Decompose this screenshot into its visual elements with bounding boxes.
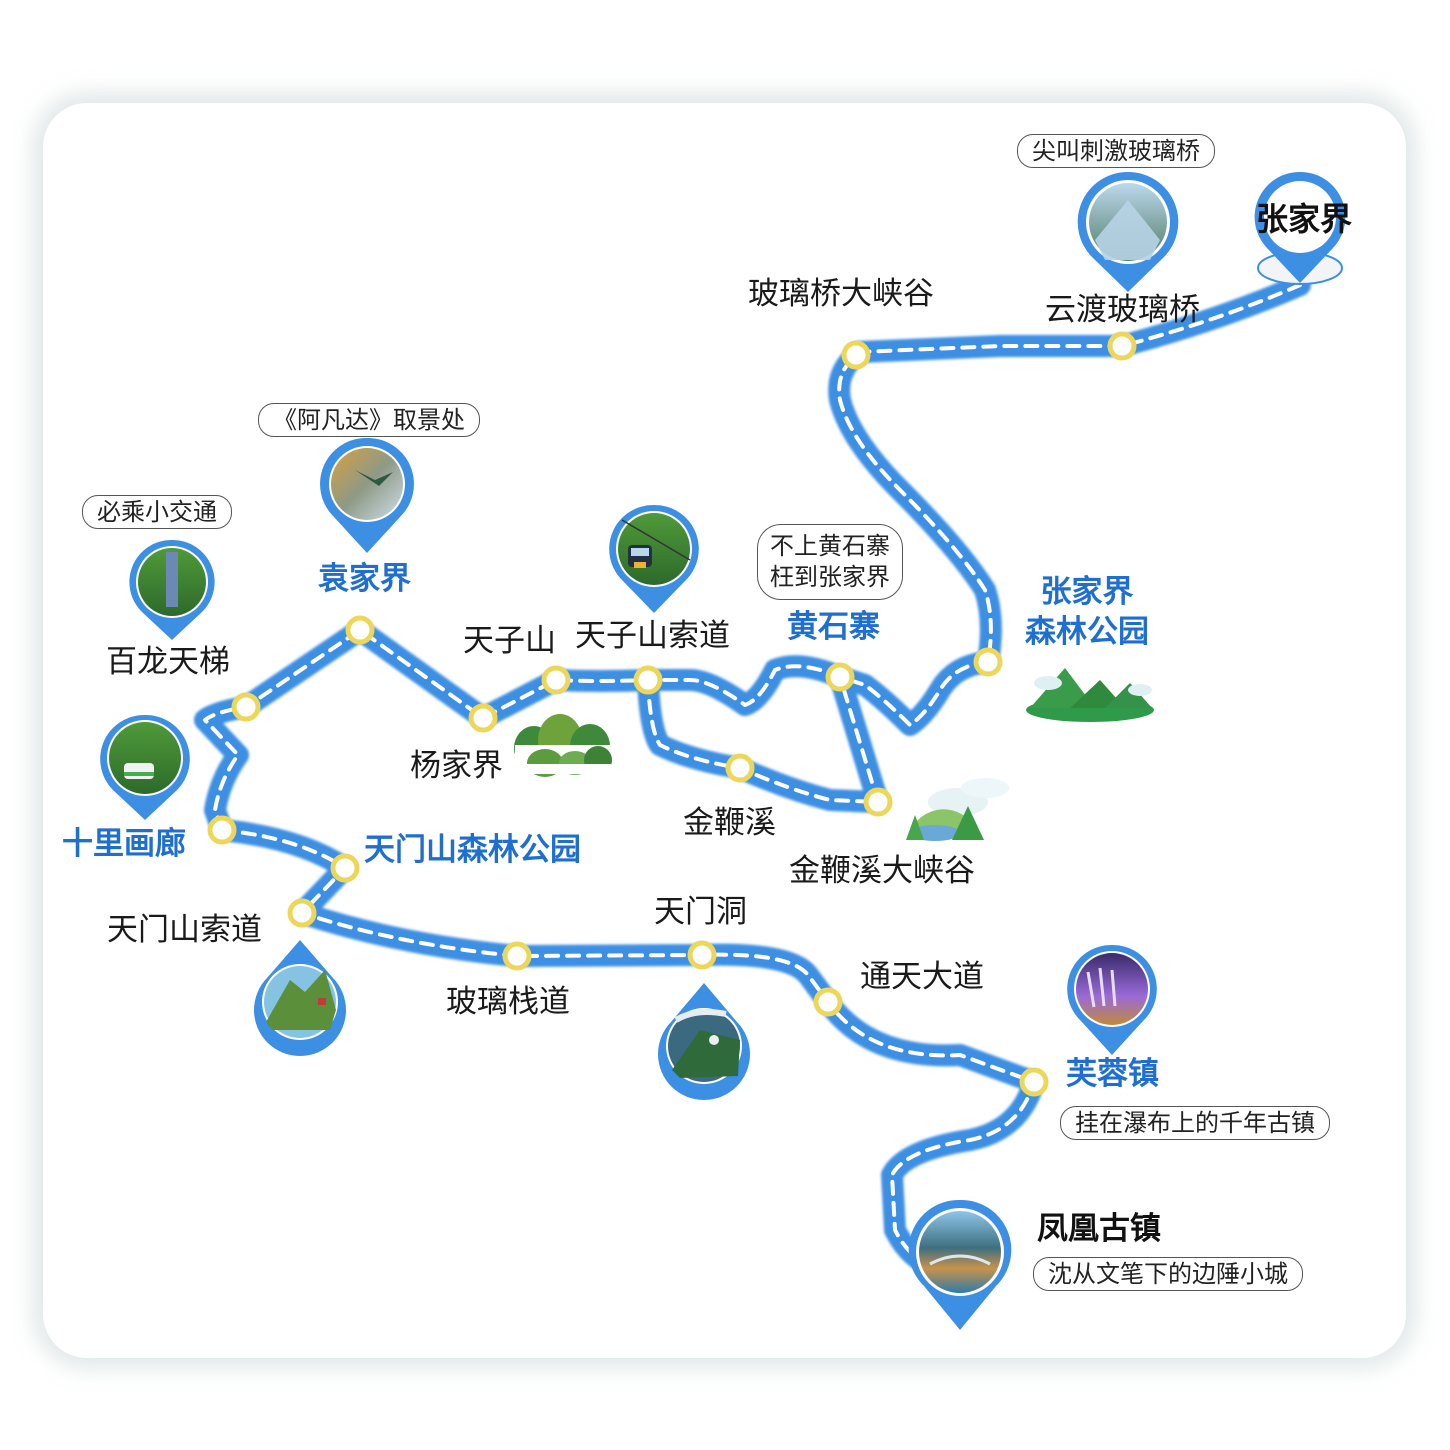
- station-dot-tongtian[interactable]: [813, 987, 843, 1017]
- map-card: [43, 103, 1406, 1358]
- station-dot-yuanjiajie[interactable]: [345, 615, 375, 645]
- label-bailong-ladder[interactable]: 百龙天梯: [106, 644, 230, 680]
- yangjiajie-hills-icon: [514, 714, 612, 777]
- station-markers: [207, 331, 1137, 1097]
- station-dot-furong[interactable]: [1019, 1067, 1049, 1097]
- station-dot-bailong[interactable]: [231, 692, 261, 722]
- forest-park-mountains-icon: [1026, 668, 1154, 722]
- old-town-bridge-photo-icon[interactable]: [908, 1199, 1012, 1330]
- station-dot-yundu[interactable]: [1107, 331, 1137, 361]
- station-dot-tianmen-ropeway[interactable]: [287, 898, 317, 928]
- tag-huangshizhai-tip: 不上黄石寨 枉到张家界: [757, 524, 903, 601]
- canyon-lake-icon: [906, 778, 1009, 841]
- mountain-cable-photo-icon[interactable]: [253, 940, 346, 1057]
- label-yangjiajie[interactable]: 杨家界: [410, 748, 503, 784]
- station-dot-jinbianxi[interactable]: [725, 753, 755, 783]
- tag-avatar: 《阿凡达》取景处: [258, 403, 480, 437]
- station-dot-tianzishan-ropeway[interactable]: [633, 665, 663, 695]
- label-tianzishan[interactable]: 天子山: [463, 623, 556, 659]
- label-zjj-forest-park[interactable]: 张家界 森林公园: [1025, 574, 1149, 651]
- tag-fenghuang-tip: 沈从文笔下的边陲小城: [1033, 1257, 1303, 1291]
- station-dot-glass-canyon[interactable]: [841, 340, 871, 370]
- station-dot-shili[interactable]: [207, 815, 237, 845]
- label-tianzishan-ropeway[interactable]: 天子山索道: [575, 618, 730, 654]
- station-dot-tianzishan[interactable]: [541, 665, 571, 695]
- glass-bridge-photo-icon[interactable]: [1077, 171, 1179, 292]
- waterfall-night-photo-icon[interactable]: [1067, 944, 1157, 1055]
- label-shili-gallery[interactable]: 十里画廊: [62, 826, 186, 862]
- label-tianmen-cave[interactable]: 天门洞: [654, 894, 747, 930]
- label-glass-canyon[interactable]: 玻璃桥大峡谷: [748, 276, 934, 312]
- label-yuanjiajie[interactable]: 袁家界: [318, 561, 411, 597]
- zhangjiajie-location-pin-icon[interactable]: [1254, 171, 1346, 285]
- elevator-photo-icon[interactable]: [129, 539, 215, 640]
- station-dot-huangshizhai[interactable]: [825, 662, 855, 692]
- cave-arch-photo-icon[interactable]: [658, 983, 750, 1101]
- label-furong-town[interactable]: 芙蓉镇: [1066, 1056, 1159, 1092]
- tag-glass-bridge: 尖叫刺激玻璃桥: [1017, 134, 1215, 168]
- label-tongtian-avenue[interactable]: 通天大道: [860, 959, 984, 995]
- label-tianmen-ropeway[interactable]: 天门山索道: [107, 912, 262, 948]
- station-dot-glass-plank[interactable]: [502, 941, 532, 971]
- destination-zhangjiajie[interactable]: 张家界: [1256, 200, 1353, 238]
- label-tianmen-forest-park[interactable]: 天门山森林公园: [364, 832, 581, 868]
- label-jinbianxi-canyon[interactable]: 金鞭溪大峡谷: [789, 853, 975, 889]
- cable-car-photo-icon[interactable]: [609, 504, 699, 613]
- station-dot-yangjiajie[interactable]: [468, 703, 498, 733]
- destination-fenghuang[interactable]: 凤凰古镇: [1037, 1211, 1161, 1247]
- label-yundu-bridge[interactable]: 云渡玻璃桥: [1045, 292, 1200, 328]
- avatar-mountains-photo-icon[interactable]: [320, 437, 414, 553]
- station-dot-tianmen-cave[interactable]: [687, 940, 717, 970]
- tag-must-ride: 必乘小交通: [82, 495, 232, 529]
- label-glass-plank[interactable]: 玻璃栈道: [446, 984, 570, 1020]
- label-jinbianxi[interactable]: 金鞭溪: [683, 805, 776, 841]
- tram-photo-icon[interactable]: [100, 714, 190, 820]
- tag-furong-tip: 挂在瀑布上的千年古镇: [1060, 1106, 1330, 1140]
- station-dot-jinbianxi-canyon[interactable]: [863, 787, 893, 817]
- label-huangshizhai[interactable]: 黄石寨: [787, 609, 880, 645]
- station-dot-zjj-forest[interactable]: [973, 647, 1003, 677]
- station-dot-tianmen-forest[interactable]: [330, 853, 360, 883]
